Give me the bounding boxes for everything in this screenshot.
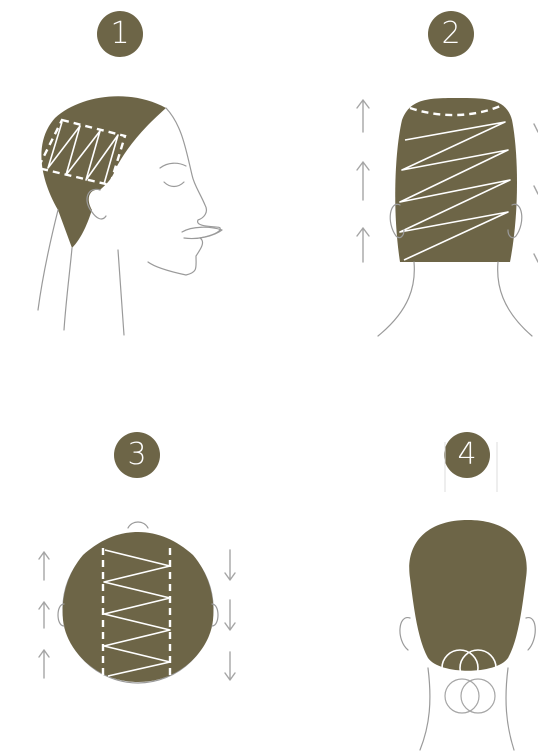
step-1-neck-front: [118, 250, 124, 335]
step-1-neck-back: [38, 210, 58, 310]
step-2-arrows-down: [534, 124, 538, 262]
step-2-arrows-up: [357, 100, 369, 262]
step-2-neck: [378, 262, 532, 336]
step-1-head-outline: [148, 108, 220, 275]
step-4-left-ear: [400, 618, 410, 650]
step-3-arrows-down: [225, 550, 235, 680]
step-1-side-profile: [38, 96, 222, 335]
step-3-nose-tip: [128, 522, 148, 528]
step-1-mouth: [182, 227, 222, 238]
step-3-hair: [63, 532, 214, 682]
step-2-back-view: [357, 98, 538, 336]
step-4-back-view: [400, 442, 535, 750]
step-3-top-view: [39, 522, 235, 683]
step-1-brow: [160, 163, 186, 168]
step-4-right-ear: [526, 618, 535, 650]
step-1-shoulder: [64, 248, 72, 330]
step-1-eye: [164, 182, 184, 187]
step-4-hair: [409, 520, 527, 671]
step-3-arrows-up: [39, 552, 49, 678]
step-1-hair: [41, 96, 166, 248]
